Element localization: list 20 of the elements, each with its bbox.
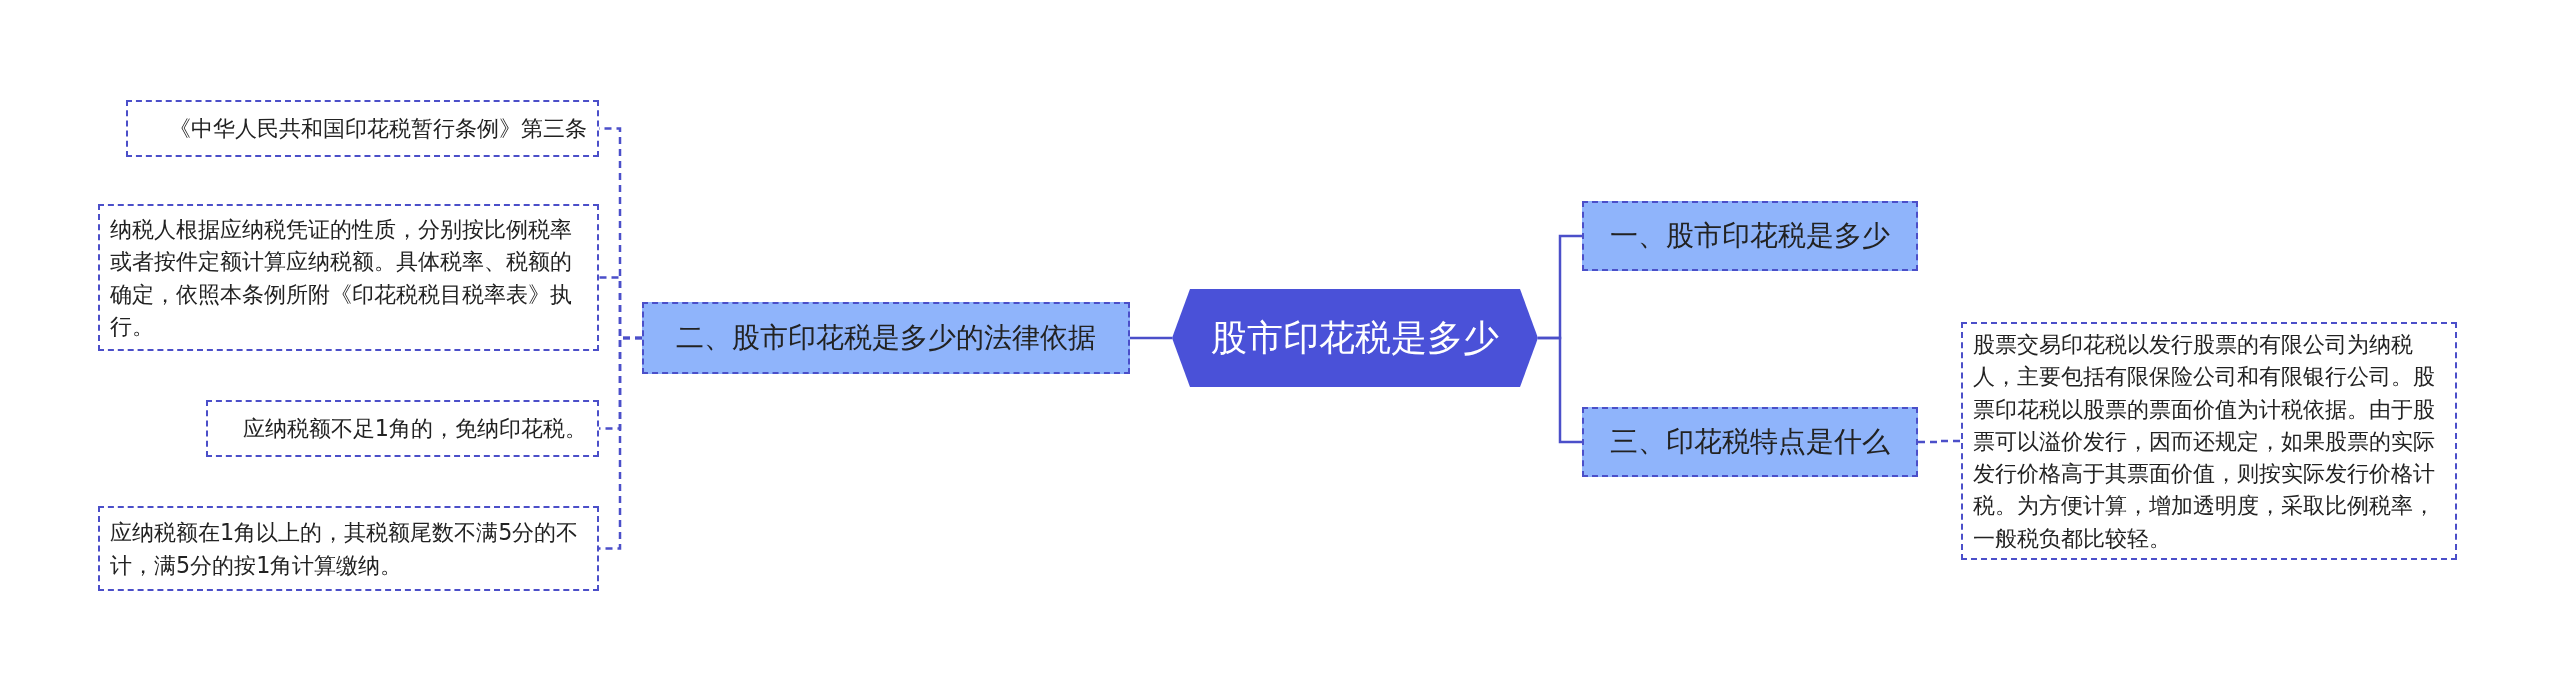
note-box bbox=[126, 100, 599, 157]
note-text: 应纳税额不足1角的，免纳印花税。 bbox=[241, 414, 587, 444]
note-text: 《中华人民共和国印花税暂行条例》第三条 bbox=[168, 114, 587, 144]
connector-line bbox=[1130, 336, 1172, 340]
branch-box bbox=[642, 302, 1130, 374]
note-text: 应纳税额在1角以上的，其税额尾数不满5分的不计，满5分的按1角计算缴纳。 bbox=[110, 518, 580, 580]
note-box bbox=[98, 506, 599, 591]
branch-box bbox=[1582, 201, 1918, 271]
branch-title: 一、股市印花税是多少 bbox=[1610, 218, 1890, 254]
branch-box bbox=[1582, 407, 1918, 477]
note-box bbox=[206, 400, 599, 457]
branch-title: 二、股市印花税是多少的法律依据 bbox=[676, 320, 1096, 356]
connector-line bbox=[1918, 439, 1961, 444]
topic-hexagon bbox=[1172, 289, 1538, 387]
note-box bbox=[98, 204, 599, 351]
connector-line bbox=[1538, 336, 1582, 444]
note-text: 股票交易印花税以发行股票的有限公司为纳税人，主要包括有限保险公司和有限银行公司。股票印花税以股票的票面价值为计税依据。由于股票可以溢价发行，因而还规定，如果股票的实际发行价格高于其票面价值，则按实际发行价格计税。为方便计算，增加透明度，采取比例税率，一般税负都比较轻。 bbox=[1973, 329, 2436, 553]
topic-title: 股市印花税是多少 bbox=[1211, 315, 1499, 360]
branch-title: 三、印花税特点是什么 bbox=[1610, 424, 1890, 460]
note-text: 纳税人根据应纳税凭证的性质，分别按比例税率或者按件定额计算应纳税额。具体税率、税额的确定，依照本条例所附《印花税税目税率表》执行。 bbox=[110, 214, 573, 341]
